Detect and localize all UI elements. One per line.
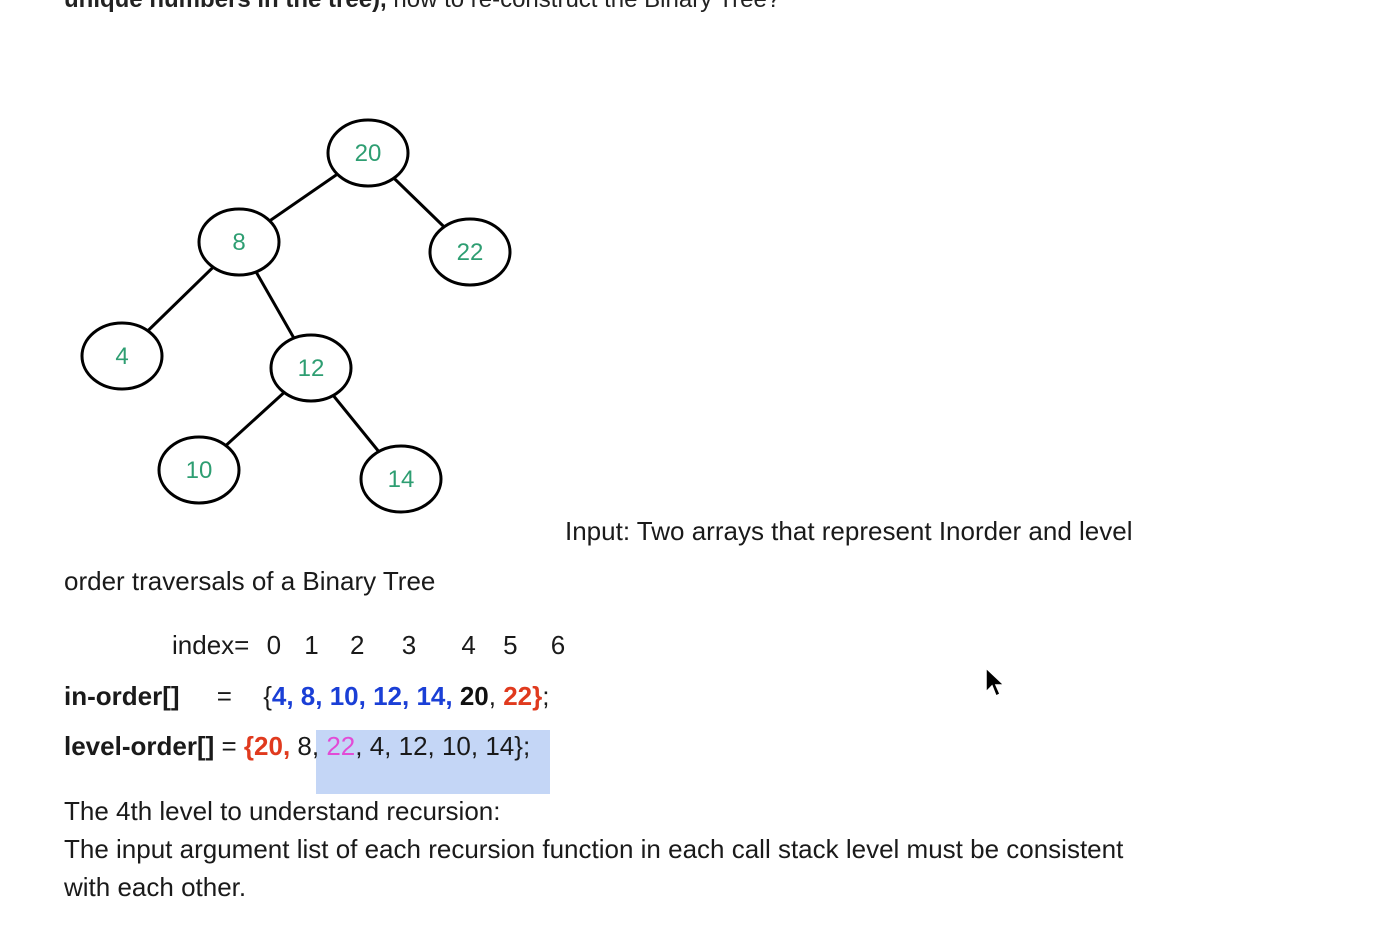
paragraph-recursion-title: The 4th level to understand recursion:: [64, 796, 501, 826]
index-value: 6: [550, 630, 566, 660]
tree-node-label: 14: [388, 466, 415, 493]
levelorder-label: level-order[]: [64, 731, 215, 761]
inorder-open-brace: {: [263, 681, 272, 711]
tree-node-label: 4: [115, 343, 128, 370]
tree-edges: [120, 151, 472, 480]
index-value: 0: [266, 630, 282, 660]
text-selection-highlight: [316, 730, 550, 794]
paragraph-recursion-body-cont: with each other.: [64, 872, 247, 902]
tree-node-circle: [197, 207, 281, 277]
tree-node: 4: [80, 321, 164, 391]
inorder-equals: =: [216, 681, 232, 711]
levelorder-end: };: [514, 731, 531, 761]
input-description-line2: order traversals of a Binary Tree: [64, 566, 436, 596]
tree-node-circle: [80, 321, 164, 391]
tree-node: 14: [359, 444, 443, 514]
top-text-rest: how to re-construct the Binary Tree?: [387, 0, 780, 13]
input-description-line1: Input: Two arrays that represent Inorder…: [565, 516, 1133, 546]
inorder-root-value: 20: [459, 681, 489, 711]
levelorder-magenta-value: 22: [326, 731, 356, 761]
index-row: index= 0 1 2 3 4 5 6: [172, 630, 565, 661]
levelorder-values-1: 8,: [290, 731, 327, 761]
inorder-label: in-order[]: [64, 681, 180, 711]
tree-node-label: 22: [457, 239, 484, 266]
tree-node-label: 12: [298, 355, 325, 382]
inorder-end: ;: [542, 681, 550, 711]
inorder-red-value: 22}: [503, 681, 543, 711]
inorder-separator: ,: [488, 681, 496, 711]
tree-node-circle: [157, 435, 241, 505]
levelorder-array-row: level-order[] = {20, 8, 22, 4, 12, 10, 1…: [64, 731, 530, 762]
tree-node: 22: [428, 217, 512, 287]
top-clipped-text: unique numbers in the tree), how to re-c…: [64, 0, 780, 14]
index-label: index=: [172, 630, 250, 660]
levelorder-equals: =: [221, 731, 237, 761]
tree-node-label: 8: [232, 229, 245, 256]
tree-node-circle: [359, 444, 443, 514]
tree-node-circle: [326, 118, 410, 188]
tree-nodes: 20 8 22 4 12 10 14: [80, 118, 512, 514]
tree-node: 20: [326, 118, 410, 188]
index-value: 4: [461, 630, 476, 660]
index-value: 2: [349, 630, 365, 660]
paragraph-recursion-body: The input argument list of each recursio…: [64, 834, 1124, 864]
inorder-blue-values: 4, 8, 10, 12, 14,: [271, 681, 453, 711]
tree-node-circle: [428, 217, 512, 287]
index-value: 1: [304, 630, 319, 660]
levelorder-red-values: {20,: [243, 731, 291, 761]
tree-node: 12: [269, 333, 353, 403]
levelorder-values-2: , 4, 12, 10, 14: [355, 731, 515, 761]
tree-node-circle: [269, 333, 353, 403]
index-value: 5: [503, 630, 518, 660]
mouse-pointer-icon: [985, 666, 1006, 698]
top-text-bold: unique numbers in the tree),: [64, 0, 387, 13]
tree-node: 8: [197, 207, 281, 277]
tree-node-label: 20: [355, 140, 382, 167]
tree-node: 10: [157, 435, 241, 505]
index-value: 3: [401, 630, 417, 660]
inorder-array-row: in-order[] = {4, 8, 10, 12, 14, 20, 22};: [64, 681, 550, 712]
tree-node-label: 10: [186, 457, 213, 484]
